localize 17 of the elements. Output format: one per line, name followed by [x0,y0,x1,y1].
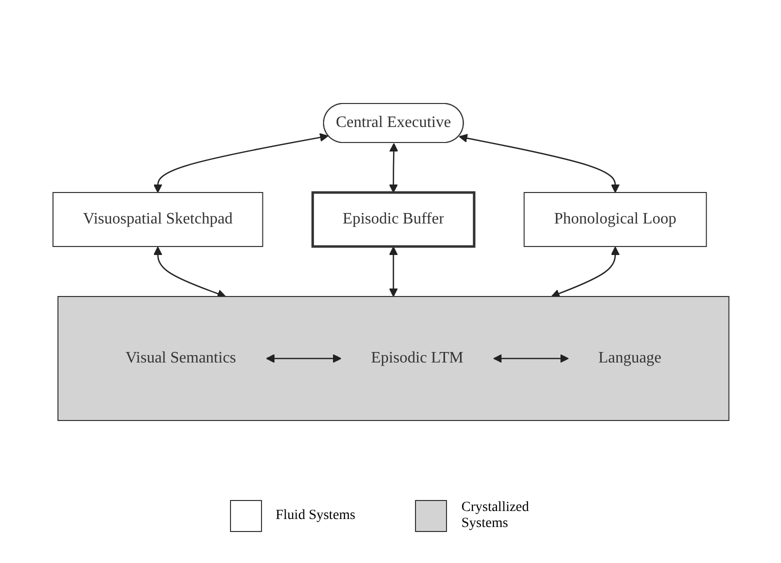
arrow [550,246,620,298]
node-text: Visual Semantics [124,349,236,366]
arrow [492,354,568,362]
cluster [57,296,729,420]
arrow [153,246,226,298]
arrow [153,132,328,192]
arrow [388,142,398,192]
node-text: Language [598,349,661,366]
arrow [458,133,620,192]
node-box: Visuospatial Sketchpad [52,192,263,246]
node-box: Phonological Loop [523,192,706,246]
legend-label: Fluid Systems [276,508,356,524]
arrow [388,246,398,296]
legend-label: Crystallized Systems [461,500,530,532]
node-text: Episodic LTM [370,349,463,366]
arrow [266,354,341,362]
node-box: Episodic Buffer [310,190,475,248]
